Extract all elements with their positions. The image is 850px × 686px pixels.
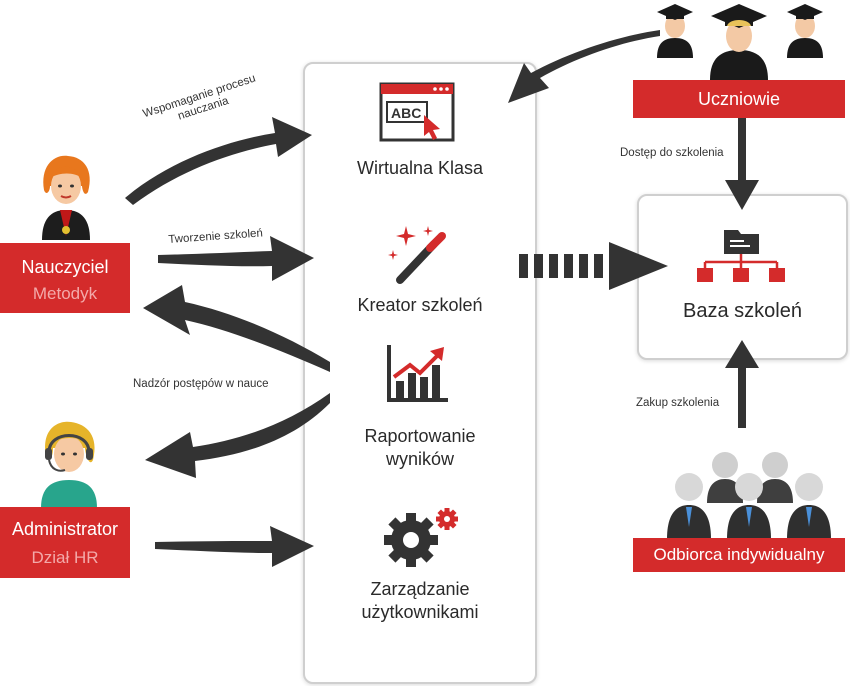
module-raportowanie-line2: wyników: [385, 449, 455, 469]
arrow-wspomaganie: [125, 117, 312, 205]
admin-role-line2: Dział HR: [31, 548, 99, 567]
module-zarzadzanie-label: Zarządzanie użytkownikami: [303, 578, 537, 624]
businessman-icon: [667, 452, 831, 539]
arrow-uczniowie-klasa: [508, 30, 660, 103]
students-role-box: Uczniowie: [633, 80, 845, 118]
individual-role-box: Odbiorca indywidualny: [633, 538, 845, 572]
arrow-nadzor-teacher: [143, 285, 330, 372]
module-zarzadzanie-line1: Zarządzanie: [370, 579, 470, 599]
module-kreator-label: Kreator szkoleń: [357, 295, 483, 315]
label-nadzor: Nadzór postępów w nauce: [133, 378, 269, 390]
students-role-label: Uczniowie: [697, 89, 781, 109]
folder-hierarchy-icon: [697, 230, 785, 282]
admin-role-box: Administrator Dział HR: [0, 507, 130, 578]
module-wirtualna-klasa-label: Wirtualna Klasa: [356, 158, 484, 178]
teacher-avatar-icon: [42, 155, 90, 240]
module-raportowanie-line1: Raportowanie: [364, 426, 476, 446]
teacher-role-line1: Nauczyciel: [21, 257, 109, 277]
teacher-role-line2: Metodyk: [32, 284, 98, 303]
arrow-dostep: [725, 118, 759, 210]
arrow-dashed-baza: [519, 242, 668, 290]
label-dostep: Dostęp do szkolenia: [620, 147, 724, 159]
browser-abc-icon: ABC: [379, 82, 455, 142]
arrow-nadzor-admin: [145, 393, 330, 478]
admin-headset-avatar-icon: [41, 421, 97, 508]
browser-abc-text: ABC: [391, 105, 421, 121]
label-zakup: Zakup szkolenia: [636, 397, 720, 409]
arrow-zarzadzanie: [155, 526, 314, 567]
teacher-role-box: Nauczyciel Metodyk: [0, 243, 130, 313]
admin-role-line1: Administrator: [11, 519, 119, 539]
module-raportowanie-label: Raportowanie wyników: [303, 425, 537, 471]
arrow-zakup: [725, 340, 759, 428]
baza-label: Baza szkoleń: [683, 300, 802, 322]
rising-chart-icon: [387, 345, 448, 402]
gears-icon: [384, 508, 458, 567]
magic-wand-icon: [388, 226, 446, 284]
graduate-icon: [657, 4, 823, 80]
arrow-tworzenie: [158, 236, 314, 281]
individual-role-label: Odbiorca indywidualny: [653, 545, 825, 564]
module-zarzadzanie-line2: użytkownikami: [361, 602, 479, 622]
